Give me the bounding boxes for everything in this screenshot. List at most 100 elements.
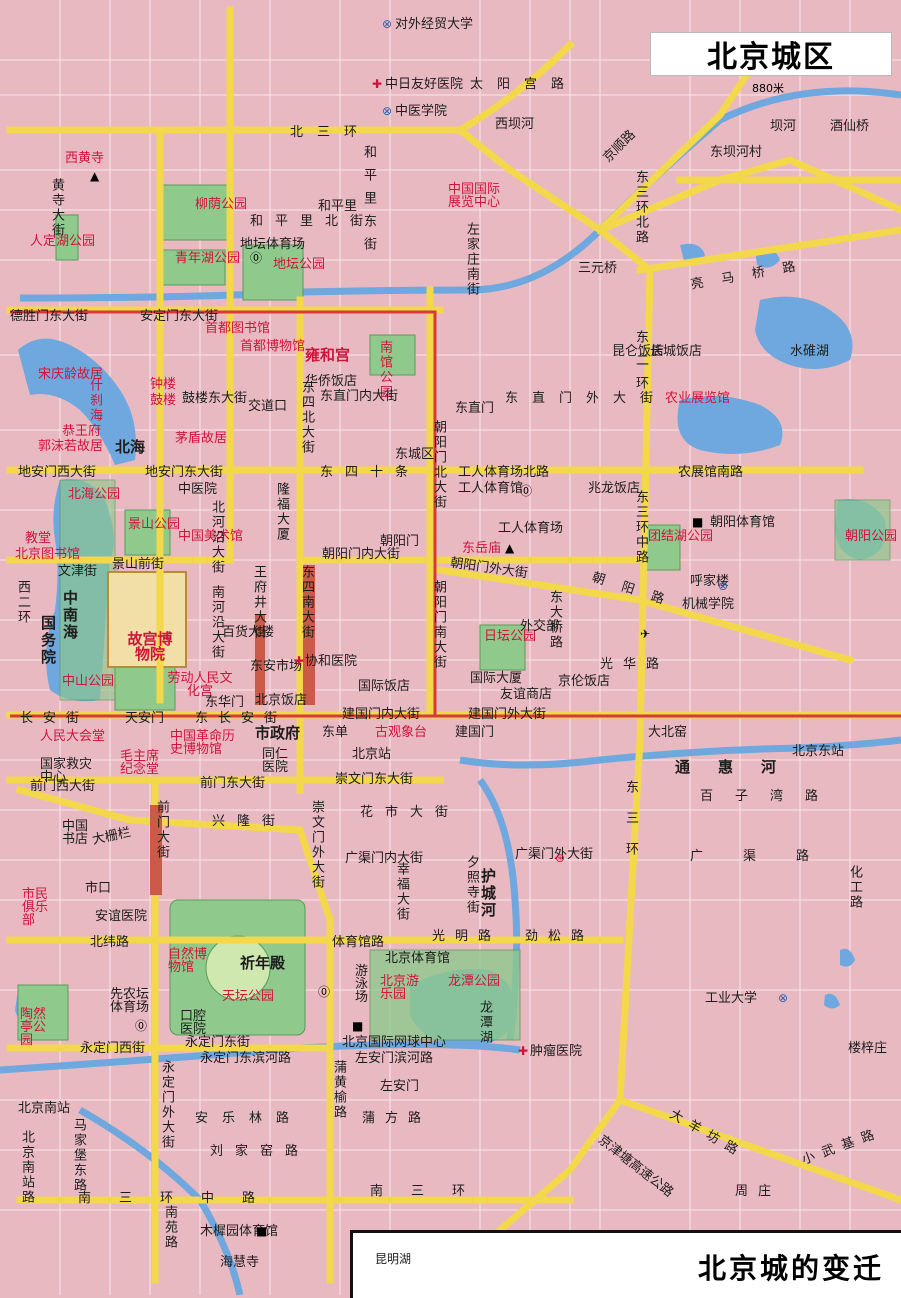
hospital-icon: ✚ — [518, 1044, 529, 1058]
map-label: 永定门东滨河路 — [200, 1051, 292, 1066]
map-label: 什刹海 — [87, 378, 102, 423]
map-label: 北京国际网球中心 — [342, 1035, 447, 1050]
map-label: 永定门外大街 — [159, 1060, 174, 1150]
map-label: 长安街 — [20, 711, 90, 726]
map-label: 人定湖公园 — [30, 234, 96, 249]
map-label: 东三环中路 — [633, 490, 648, 565]
sports-venue-icon: ■ — [352, 1019, 364, 1033]
map-label: 木樨园体育馆 — [200, 1224, 279, 1239]
map-label: 中山公园 — [62, 674, 115, 689]
map-label: 东直门外大街 — [505, 391, 668, 406]
map-label: 京伦饭店 — [558, 674, 611, 689]
map-label: 工人体育场北路 — [458, 465, 550, 480]
inset-title: 北京城的变迁 — [697, 1252, 884, 1285]
university-icon: ⊗ — [382, 104, 393, 118]
hospital-icon: ✚ — [372, 77, 383, 91]
temple-icon: ▲ — [90, 169, 100, 183]
map-label: 东三环北路 — [633, 170, 648, 245]
map-label: 永定门东街 — [185, 1035, 251, 1050]
map-label: 北京东站 — [792, 744, 845, 759]
map-label: 东坝河村 — [710, 145, 763, 160]
map-label: 景山公园 — [128, 517, 181, 532]
map-label: 协和医院 — [305, 654, 358, 669]
map-label: 前门大街 — [154, 800, 169, 860]
map-label: 百子湾路 — [700, 789, 841, 804]
map-label: 西二环 — [15, 580, 30, 625]
map-label: 文津街 — [58, 564, 98, 579]
map-label: 兴隆街 — [212, 814, 288, 829]
map-label: 百货大楼 — [222, 625, 275, 640]
map-label: 建国门内大街 — [342, 707, 421, 722]
map-label: 恭王府 — [62, 424, 102, 439]
map-label: 国务院 — [39, 615, 57, 666]
map-label: 景山前街 — [112, 557, 165, 572]
university-icon: ⊗ — [778, 991, 789, 1005]
map-label: 同仁医院 — [262, 747, 289, 775]
map-label: 崇文门外大街 — [309, 800, 324, 890]
map-label: 马家堡东路 — [71, 1118, 86, 1193]
map-label: 东单 — [322, 725, 349, 740]
map-label: 中国美术馆 — [178, 529, 244, 544]
map-label: 首都博物馆 — [240, 339, 306, 354]
airport-icon: ✈ — [640, 627, 651, 641]
map-label: 国际饭店 — [358, 679, 411, 694]
map-label: 北京南站路 — [19, 1130, 34, 1205]
map-label: 和平里东街 — [361, 145, 376, 260]
map-label: 古观象台 — [375, 725, 428, 740]
map-label: 友谊商店 — [500, 687, 553, 702]
map-label: 南河沿大街 — [209, 585, 224, 660]
map-label: 劲松路 — [525, 929, 595, 944]
map-label: 南三环中路 — [78, 1191, 284, 1206]
map-label: 毛主席纪念堂 — [120, 749, 160, 777]
map-label: 酒仙桥 — [830, 119, 870, 134]
scale-bar: 880米 — [752, 80, 784, 96]
map-label: 郭沫若故居 — [38, 439, 104, 454]
map-label: 工人体育馆 — [458, 481, 524, 496]
map-label: 东四南大街 — [299, 565, 314, 640]
map-label: 宋庆龄故居 — [38, 367, 104, 382]
map-label: 隆福大厦 — [274, 482, 289, 542]
map-label: 东四十条 — [320, 465, 421, 480]
map-label: 雍和宫 — [305, 346, 351, 364]
map-label: 地坛公园 — [273, 257, 326, 272]
map-label: 夕照寺街 — [464, 855, 479, 915]
map-label: 中医学院 — [395, 104, 448, 119]
map-label: 市政府 — [255, 724, 301, 742]
map-label: 东岳庙 — [462, 541, 502, 556]
sports-venue-icon: ■ — [256, 1224, 268, 1238]
map-label: 中医院 — [178, 482, 218, 497]
map-label: 花市大街 — [360, 805, 461, 820]
map-label: 北海公园 — [68, 487, 121, 502]
map-label: 安定门东大街 — [140, 309, 219, 324]
map-label: 陶然亭公园 — [20, 1007, 47, 1048]
map-label: 安乐林路 — [195, 1111, 304, 1126]
map-label: 西坝河 — [495, 117, 535, 132]
map-label: 劳动人民文化宫 — [167, 671, 233, 699]
map-label: 西黄寺 — [65, 151, 105, 166]
map-label: 中国国际展览中心 — [448, 182, 501, 210]
map-label: 德胜门东大街 — [10, 309, 89, 324]
map-label: 朝阳门南大街 — [431, 580, 446, 670]
map-label: 国际大厦 — [470, 671, 523, 686]
map-label: 北京图书馆 — [15, 547, 81, 562]
map-label: 首都图书馆 — [205, 321, 271, 336]
map-label: 北京游乐园 — [380, 974, 420, 1002]
map-label: 市民俱乐部 — [22, 887, 49, 928]
university-icon: ⊗ — [382, 17, 393, 31]
map-label: 前门东大街 — [200, 776, 266, 791]
map-label: 天安门 — [125, 711, 165, 726]
map-label: 肿瘤医院 — [530, 1044, 583, 1059]
map-label: 体育馆路 — [332, 935, 385, 950]
map-label: 北京南站 — [18, 1101, 71, 1116]
map-label: 钟楼 — [150, 377, 177, 392]
map-label: 广渠门内大街 — [345, 851, 424, 866]
map-label: 自然博物馆 — [168, 947, 208, 975]
map-label: 鼓楼 — [150, 393, 177, 408]
map-label: 农业展览馆 — [665, 391, 731, 406]
map-label: 东华门 — [205, 695, 245, 710]
map-label: 永定门西街 — [80, 1041, 146, 1056]
map-label: 团结湖公园 — [648, 529, 714, 544]
stadium-icon: ⓪ — [520, 484, 533, 498]
map-label: 日坛公园 — [484, 629, 537, 644]
